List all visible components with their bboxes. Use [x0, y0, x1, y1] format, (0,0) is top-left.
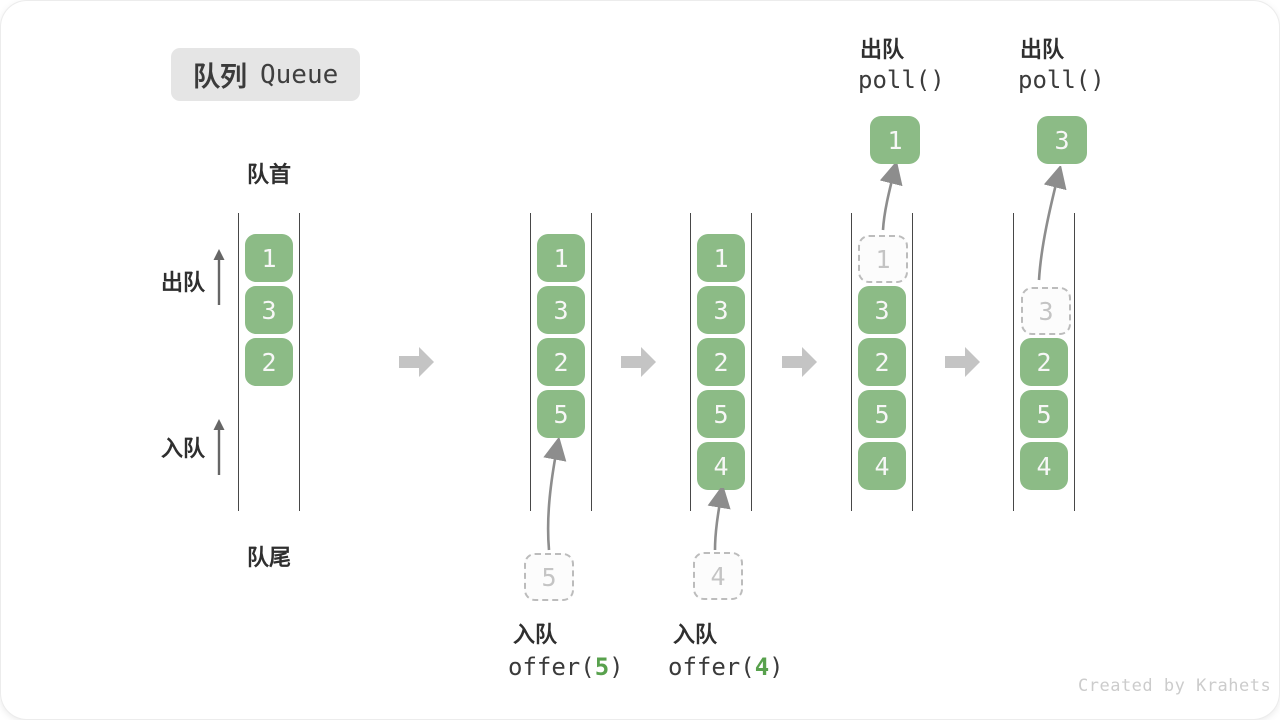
- queue5-slot: 4: [1020, 442, 1068, 490]
- queue3-slot: 4: [697, 442, 745, 490]
- queue3-slot: 3: [697, 286, 745, 334]
- label-enqueue: 入队: [161, 436, 206, 461]
- queue1-slot: 2: [245, 338, 293, 386]
- title-chinese: 队列: [193, 62, 247, 92]
- queue1-slot: 1: [245, 234, 293, 282]
- label-queue-front: 队首: [246, 162, 291, 187]
- poll2-curve-arrow-icon: [1037, 166, 1067, 281]
- enqueue5-curve-arrow-icon: [543, 438, 567, 551]
- queue-rails-2: [530, 213, 592, 511]
- queue4-slot: 5: [858, 390, 906, 438]
- watermark-credit: Created by Krahets: [1078, 676, 1272, 696]
- queue2-slot: 2: [537, 338, 585, 386]
- enqueue-up-arrow-icon: [213, 419, 225, 475]
- queue4-slot: 3: [858, 286, 906, 334]
- queue3-slot: 1: [697, 234, 745, 282]
- enqueue4-arg: 4: [754, 653, 770, 681]
- enqueue4-curve-arrow-icon: [707, 488, 731, 551]
- queue2-slot: 3: [537, 286, 585, 334]
- queue-rails-4: [851, 213, 913, 511]
- incoming-value-box: 5: [524, 553, 574, 601]
- queue-rails-5: [1013, 213, 1075, 511]
- popped-value-box: 1: [870, 116, 920, 164]
- right-block-arrow-icon: [621, 347, 656, 377]
- poll1-code: poll(): [858, 66, 945, 94]
- ghost-slot: 1: [858, 235, 908, 283]
- poll1-curve-arrow-icon: [879, 164, 903, 231]
- enqueue5-label: 入队: [513, 622, 558, 647]
- title-english: Queue: [260, 59, 339, 90]
- queue2-slot: 5: [537, 390, 585, 438]
- queue3-slot: 5: [697, 390, 745, 438]
- queue-rails-1: [238, 213, 300, 511]
- queue5-slot: 5: [1020, 390, 1068, 438]
- poll2-code: poll(): [1018, 66, 1105, 94]
- right-block-arrow-icon: [782, 347, 817, 377]
- ghost-slot: 3: [1021, 287, 1071, 335]
- enqueue5-code: offer(5): [508, 653, 624, 681]
- label-queue-rear: 队尾: [246, 545, 291, 570]
- queue-rails-3: [690, 213, 752, 511]
- queue4-slot: 4: [858, 442, 906, 490]
- enqueue4-label: 入队: [673, 622, 718, 647]
- incoming-value-box: 4: [693, 552, 743, 600]
- enqueue4-code: offer(4): [668, 653, 784, 681]
- poll2-label: 出队: [1020, 37, 1065, 62]
- enqueue5-arg: 5: [594, 653, 610, 681]
- popped-value-box: 3: [1037, 116, 1087, 164]
- right-block-arrow-icon: [945, 347, 980, 377]
- queue4-slot: 2: [858, 338, 906, 386]
- label-dequeue: 出队: [161, 270, 206, 295]
- poll1-label: 出队: [860, 37, 905, 62]
- diagram-title: 队列 Queue: [171, 48, 361, 101]
- queue2-slot: 1: [537, 234, 585, 282]
- queue5-slot: 2: [1020, 338, 1068, 386]
- queue1-slot: 3: [245, 286, 293, 334]
- dequeue-up-arrow-icon: [213, 249, 225, 305]
- right-block-arrow-icon: [399, 347, 434, 377]
- queue3-slot: 2: [697, 338, 745, 386]
